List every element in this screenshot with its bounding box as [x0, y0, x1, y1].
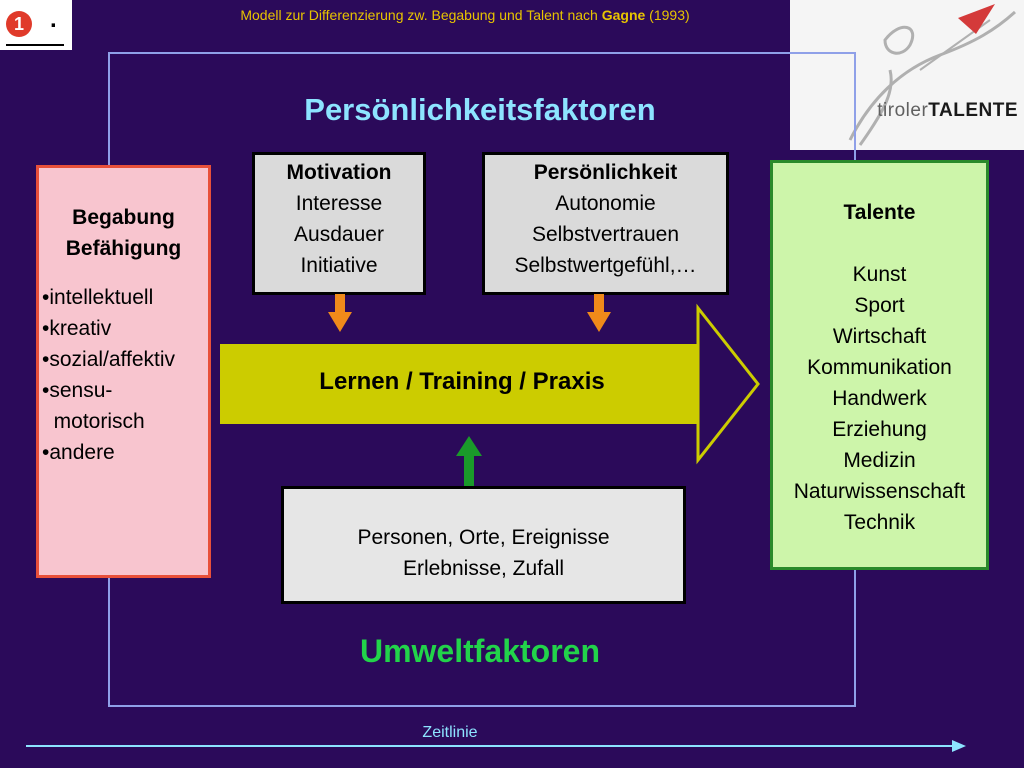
personality-item: Autonomie	[555, 192, 656, 215]
giftedness-item: •intellektuell	[42, 286, 154, 309]
motivation-item: Interesse	[295, 192, 383, 215]
motivation-box: Motivation Interesse Ausdauer Initiative	[252, 152, 426, 295]
badge-underline	[6, 44, 64, 46]
talent-item: Handwerk	[832, 387, 927, 410]
timeline-arrow-icon	[26, 740, 966, 752]
slide-number: 1	[6, 11, 32, 37]
caption-author: Gagne	[601, 7, 646, 23]
slide-caption: Modell zur Differenzierung zw. Begabung …	[100, 7, 830, 23]
personality-item: Selbstwertgefühl,…	[514, 254, 697, 277]
motivation-item: Initiative	[300, 254, 378, 277]
giftedness-list: •intellektuell •kreativ •sozial/affektiv…	[39, 282, 208, 468]
caption-prefix: Modell zur Differenzierung zw. Begabung …	[240, 7, 602, 23]
talents-box: Talente Kunst Sport Wirtschaft Kommunika…	[770, 160, 989, 570]
environment-line: Personen, Orte, Ereignisse	[357, 526, 610, 549]
slide-number-badge: 1 .	[0, 0, 72, 50]
talent-item: Naturwissenschaft	[793, 480, 966, 503]
process-label: Lernen / Training / Praxis	[319, 368, 605, 395]
giftedness-heading-1: Begabung	[72, 206, 175, 229]
talent-item: Sport	[854, 294, 905, 317]
personality-item: Selbstvertrauen	[531, 223, 680, 246]
giftedness-item: motorisch	[42, 410, 145, 433]
personality-box: Persönlichkeit Autonomie Selbstvertrauen…	[482, 152, 729, 295]
talent-item: Kommunikation	[807, 356, 952, 379]
process-arrow-icon	[220, 303, 760, 465]
talent-item: Erziehung	[832, 418, 927, 441]
giftedness-item: •andere	[42, 441, 115, 464]
giftedness-item: •kreativ	[42, 317, 112, 340]
motivation-down-arrow-icon	[328, 294, 352, 332]
timeline-label: Zeitlinie	[422, 724, 478, 741]
logo-text: tirolerTALENTE	[877, 100, 1018, 122]
tiroler-talente-logo: tirolerTALENTE	[790, 0, 1024, 150]
environment-factors-title: Umweltfaktoren	[359, 633, 601, 669]
talent-item: Kunst	[852, 263, 907, 286]
logo-text-light: tiroler	[877, 100, 929, 121]
motivation-heading: Motivation	[286, 161, 392, 184]
environment-line: Erlebnisse, Zufall	[402, 557, 565, 580]
giftedness-item: •sensu-	[42, 379, 113, 402]
talent-item: Technik	[843, 511, 916, 534]
logo-text-bold: TALENTE	[928, 100, 1018, 121]
talent-item: Medizin	[843, 449, 916, 472]
giftedness-box: Begabung Befähigung •intellektuell •krea…	[36, 165, 211, 578]
talent-item: Wirtschaft	[832, 325, 927, 348]
giftedness-item: •sozial/affektiv	[42, 348, 176, 371]
logo-figure-icon	[848, 4, 1017, 146]
personality-down-arrow-icon	[587, 294, 611, 332]
environment-box: Personen, Orte, Ereignisse Erlebnisse, Z…	[281, 486, 686, 604]
caption-year: (1993)	[645, 7, 690, 23]
motivation-item: Ausdauer	[294, 223, 384, 246]
talents-heading: Talente	[843, 201, 916, 224]
personality-factors-title: Persönlichkeitsfaktoren	[304, 92, 656, 127]
environment-up-arrow-icon	[456, 436, 482, 488]
slide-number-dot: .	[50, 6, 57, 33]
personality-heading: Persönlichkeit	[533, 161, 678, 184]
giftedness-heading-2: Befähigung	[65, 237, 182, 260]
